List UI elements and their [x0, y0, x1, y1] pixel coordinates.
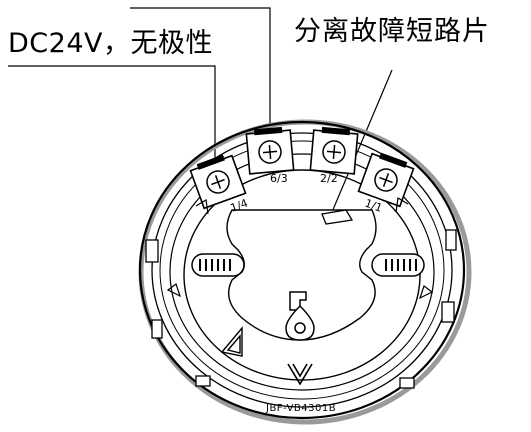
terminal-label-1: 1/4: [229, 197, 250, 215]
terminal-blocks: [189, 126, 415, 210]
terminal-label-3: 2/2: [320, 172, 338, 185]
outer-ring: [138, 120, 466, 420]
short-isolator-leader: [331, 69, 393, 213]
ring-4: [169, 153, 435, 391]
contact-right: [371, 253, 425, 277]
side-clips: [166, 197, 434, 300]
notch-right-1: [445, 229, 457, 251]
center-key: [285, 291, 315, 341]
power-callout-bracket: [130, 7, 271, 140]
terminal-4: [357, 152, 415, 208]
terminal-3: [309, 126, 359, 175]
notch-bottom-left: [195, 375, 211, 387]
ring-3: [159, 140, 445, 400]
notch-bottom-right: [399, 377, 415, 389]
terminal-labels: 1/4 6/3 2/2 1/1: [229, 172, 384, 215]
notch-left-1: [145, 239, 159, 263]
terminal-label-2: 6/3: [270, 172, 288, 185]
ring-2: [151, 132, 453, 408]
triangle-mark: [220, 326, 243, 357]
notch-right-2: [441, 301, 455, 323]
contact-left: [191, 253, 245, 277]
key-hole: [294, 322, 306, 334]
key-tab: [289, 291, 307, 311]
terminal-2: [245, 126, 295, 175]
isolator-strip: [321, 209, 354, 225]
ring-notches: [145, 229, 457, 389]
power-callout-underline: [8, 65, 216, 183]
base-rings: [138, 119, 472, 425]
notch-left-2: [151, 319, 163, 339]
power-callout-label: DC24V，无极性: [8, 28, 213, 59]
short-isolator-callout-label: 分离故障短路片: [294, 16, 490, 47]
terminal-1: [189, 154, 247, 210]
terminal-label-4: 1/1: [363, 197, 384, 215]
base-part-number: JBF-VB4301B: [265, 403, 336, 414]
v-mark: [287, 363, 313, 386]
